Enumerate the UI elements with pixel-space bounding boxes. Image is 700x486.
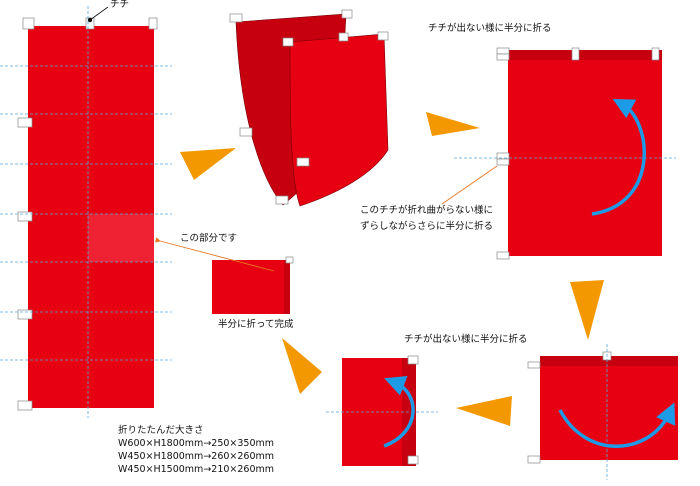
- shift-fold-label-1: このチチが折れ曲がらない様に: [360, 205, 494, 216]
- arrow-step3: [570, 280, 604, 340]
- folded-flag: [326, 355, 438, 466]
- folded-size-line: W450×H1800mm→260×260mm: [118, 451, 275, 462]
- curled-flag: [229, 9, 389, 207]
- chichi-label: チチ: [110, 0, 130, 10]
- folded-size-table: 折りたたんだ大きさ W600×H1800mm→250×350mm W450×H1…: [118, 424, 274, 476]
- done-label: 半分に折って完成: [218, 319, 294, 330]
- arrow-step4: [456, 396, 512, 426]
- fold-up-arrow: [591, 99, 646, 216]
- finished-piece: [154, 237, 294, 314]
- quarter-folded-flag: [527, 344, 678, 480]
- fold-half-bottom-label: チチが出ない様に半分に折る: [404, 334, 528, 345]
- arrow-step1: [180, 148, 236, 180]
- highlight-area: [88, 214, 154, 262]
- half-folded-flag: [454, 47, 676, 260]
- leader-chichi: [441, 165, 498, 205]
- full-flag: [0, 6, 172, 418]
- fold-half-top-label: チチが出ない様に半分に折る: [428, 23, 552, 34]
- leader-this-part: [154, 237, 275, 272]
- final-fold-arrow: [383, 375, 415, 448]
- fold-guides: [0, 6, 172, 418]
- arrow-step5: [282, 338, 322, 394]
- arrow-step2: [426, 112, 480, 136]
- folded-size-line: W600×H1800mm→250×350mm: [118, 438, 275, 449]
- fold-over-arrow: [558, 402, 676, 448]
- folded-size-title: 折りたたんだ大きさ: [118, 425, 204, 436]
- this-part-label: この部分です: [180, 233, 238, 244]
- folded-size-line: W450×H1500mm→210×260mm: [118, 464, 275, 475]
- shift-fold-label-2: ずらしながらさらに半分に折る: [360, 221, 494, 232]
- process-arrows: [180, 112, 604, 426]
